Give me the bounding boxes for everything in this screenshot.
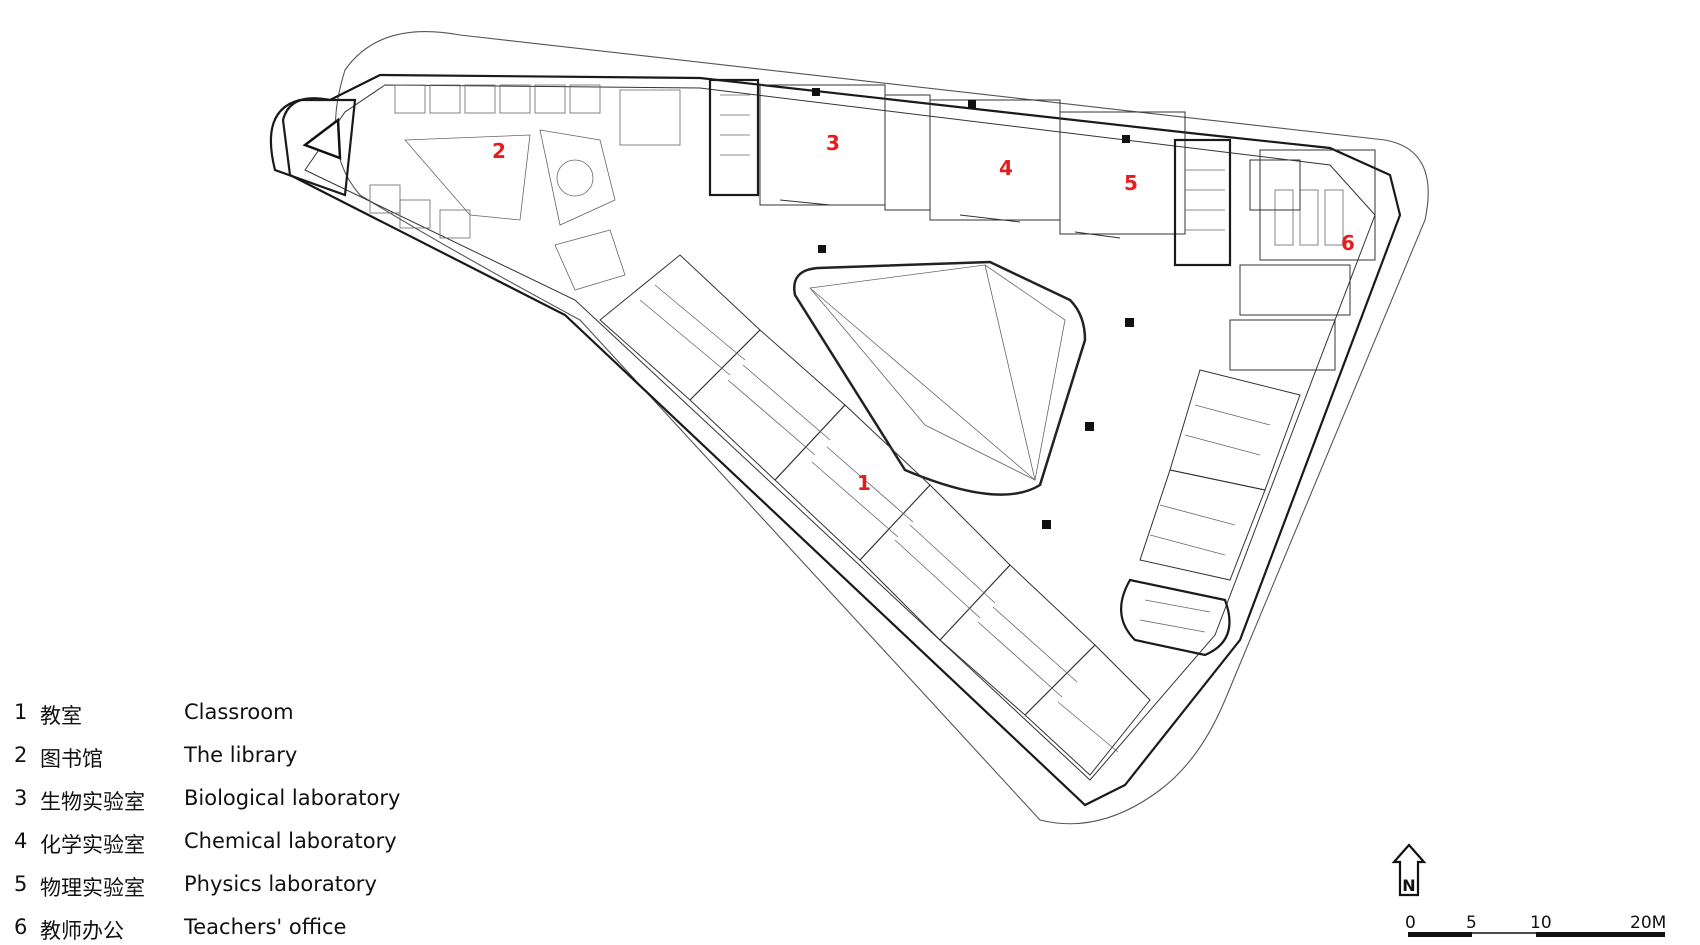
- legend-chinese: 化学实验室: [40, 833, 145, 857]
- legend-number: 4: [14, 829, 28, 853]
- scale-label-5: 5: [1466, 913, 1477, 933]
- room-number-5: 5: [1124, 171, 1138, 195]
- legend-chinese: 教室: [40, 704, 82, 728]
- legend-english: Physics laboratory: [184, 872, 377, 896]
- legend-english: The library: [184, 743, 298, 767]
- legend-english: Biological laboratory: [184, 786, 401, 810]
- north-arrow-letter: N: [1402, 876, 1415, 895]
- legend-english: Teachers' office: [184, 915, 347, 939]
- site-boundary: [334, 31, 1429, 825]
- scale-bar: 0 5 10 20M: [1405, 913, 1666, 937]
- legend-number: 3: [14, 786, 28, 810]
- legend-number: 5: [14, 872, 28, 896]
- lab-row: [708, 78, 1232, 267]
- legend-english: Chemical laboratory: [184, 829, 397, 853]
- classrooms-southwest: [599, 254, 1151, 776]
- building-outline: [281, 73, 1402, 807]
- west-stair: [269, 98, 357, 197]
- west-stair-core: [302, 117, 342, 160]
- scale-label-10: 10: [1530, 913, 1552, 933]
- teachers-office: [1229, 149, 1376, 371]
- legend-number: 1: [14, 700, 28, 724]
- legend-english: Classroom: [184, 700, 294, 724]
- legend-number: 2: [14, 743, 28, 767]
- scale-label-0: 0: [1405, 913, 1416, 933]
- room-number-2: 2: [492, 139, 506, 163]
- legend-chinese: 物理实验室: [40, 876, 145, 900]
- building-inner-outline: [304, 84, 1376, 781]
- scale-label-20m: 20M: [1630, 913, 1666, 933]
- legend-chinese: 教师办公: [40, 919, 124, 943]
- classrooms-east: [1120, 369, 1301, 657]
- courtyard: [793, 260, 1087, 496]
- courtyard-inner: [809, 264, 1066, 481]
- room-number-3: 3: [826, 131, 840, 155]
- legend-number: 6: [14, 915, 28, 939]
- north-arrow-icon: N: [1391, 843, 1427, 897]
- legend-chinese: 图书馆: [40, 747, 103, 771]
- library-furniture: [369, 84, 681, 291]
- room-number-6: 6: [1341, 231, 1355, 255]
- room-number-4: 4: [999, 156, 1013, 180]
- room-number-1: 1: [857, 471, 871, 495]
- columns: [812, 88, 1134, 529]
- legend-chinese: 生物实验室: [40, 790, 145, 814]
